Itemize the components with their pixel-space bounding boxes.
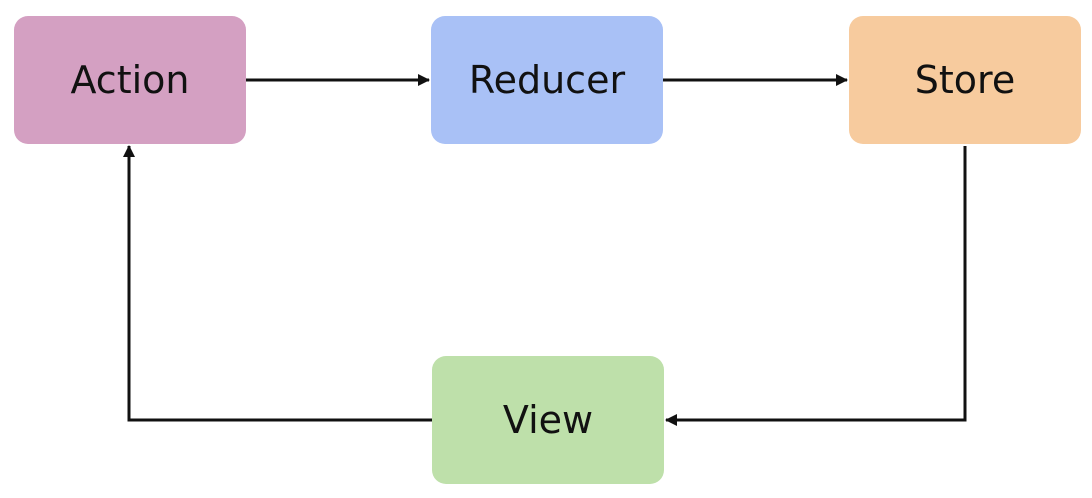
node-action: Action: [14, 16, 246, 144]
node-reducer: Reducer: [431, 16, 663, 144]
edge-view-to-action: [123, 145, 432, 422]
node-store-label: Store: [914, 58, 1016, 102]
edge-store-to-view: [665, 146, 967, 426]
node-reducer-label: Reducer: [468, 58, 626, 102]
node-view: View: [432, 356, 664, 484]
node-action-label: Action: [70, 58, 190, 102]
node-store: Store: [849, 16, 1081, 144]
node-view-label: View: [502, 398, 594, 442]
